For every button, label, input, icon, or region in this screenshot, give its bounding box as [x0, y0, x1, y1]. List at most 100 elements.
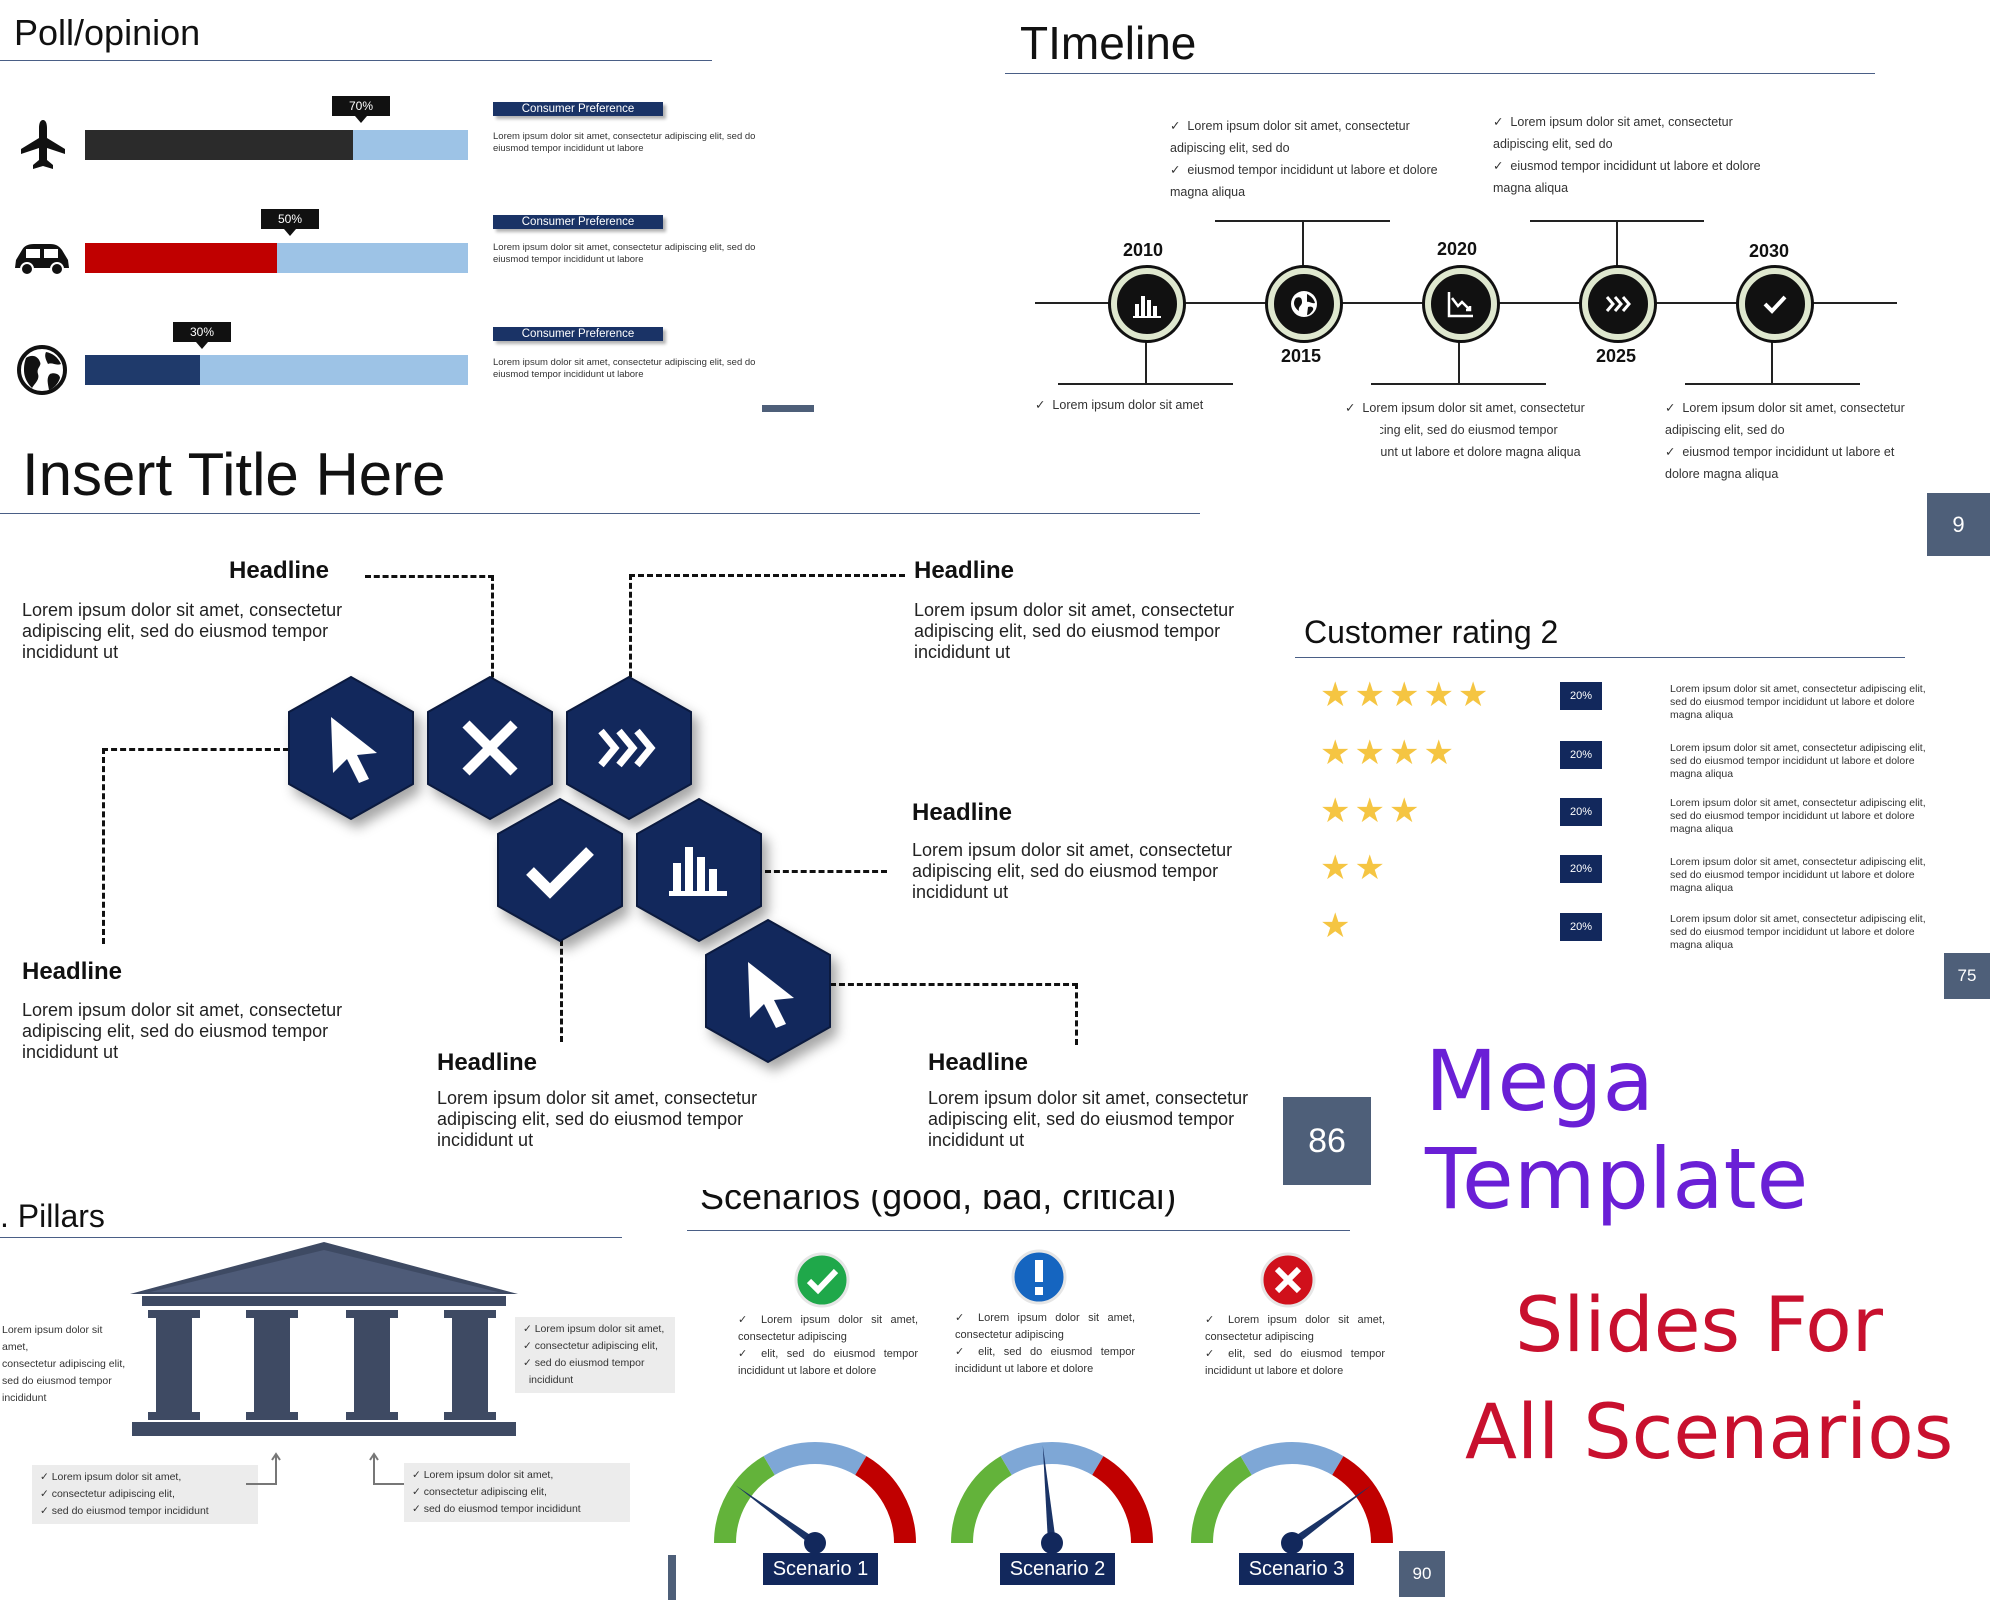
bullet: ✓ eiusmod tempor incididunt ut labore et…: [1665, 445, 1895, 481]
hex-slide-title: Insert Title Here: [22, 441, 446, 508]
cursor-icon: [331, 717, 377, 783]
bullet: ✓ Lorem ipsum dolor sit amet, consectetu…: [1493, 115, 1733, 151]
rating-page-number: 75: [1944, 953, 1990, 999]
check-icon: [792, 1250, 852, 1315]
poll-tag-3: Consumer Preference: [493, 324, 663, 342]
bar-chart-icon: [1133, 296, 1161, 318]
note-line: ✓ consectetur adipiscing elit,: [40, 1488, 175, 1500]
bullet: ✓ Lorem ipsum dolor sit amet, consectetu…: [1665, 401, 1905, 437]
pillar-arrow-right: [369, 1452, 404, 1485]
pillar-note-left: Lorem ipsum dolor sit amet, consectetur …: [0, 1318, 134, 1411]
hex-cursor-bottom: [702, 918, 834, 1064]
timeline-bottom-mid-text: ✓ Lorem ipsum dolor sit amet, consectetu…: [1345, 397, 1595, 463]
gauge-hub: [1281, 1532, 1303, 1554]
poll-tag-1: Consumer Preference: [493, 99, 663, 117]
gauge-needle: [1042, 1445, 1056, 1544]
poll-row-text-2: Lorem ipsum dolor sit amet, consectetur …: [493, 242, 756, 265]
stars-2: ★★: [1320, 849, 1389, 887]
timeline-bottom-stem-3: [1771, 336, 1773, 384]
poll-slide: Poll/opinion 70% Consumer Preference Lor…: [0, 0, 814, 420]
pillars-title-text: Pillars: [17, 1198, 105, 1234]
connector: [365, 575, 494, 578]
exclamation-icon: [1009, 1247, 1069, 1312]
body-top-right: Lorem ipsum dolor sit amet, consectetur …: [914, 600, 1235, 662]
bullet: ✓ Lorem ipsum dolor sit amet, consectetu…: [1170, 119, 1410, 155]
airplane-icon: [18, 118, 68, 172]
scenario-3-label: Scenario 3: [1239, 1553, 1354, 1585]
bullet: ✓ elit, sed do eiusmod tempor incididunt…: [1205, 1348, 1385, 1377]
gauge-critical-arc: [854, 1456, 916, 1544]
rating-text-3: Lorem ipsum dolor sit amet, consectetur …: [1670, 797, 1926, 835]
rating-text-4: Lorem ipsum dolor sit amet, consectetur …: [1670, 856, 1926, 894]
rating-text-1: Lorem ipsum dolor sit amet, consectetur …: [1670, 683, 1926, 721]
note-text: Lorem ipsum dolor sit amet,: [51, 1471, 182, 1483]
poll-row-text-3: Lorem ipsum dolor sit amet, consectetur …: [493, 357, 756, 380]
bullet-text: elit, sed do eiusmod tempor incididunt u…: [955, 1346, 1135, 1375]
pillar-arrow-left: [246, 1452, 281, 1485]
poll-bar-track-3: [85, 355, 468, 385]
bullet: ✓ Lorem ipsum dolor sit amet: [1035, 398, 1204, 412]
scenarios-title: Scenarios (good, bad, critical): [700, 1190, 1177, 1217]
hex-slide-page-number: 86: [1283, 1097, 1371, 1185]
gauge-neutral-arc: [1000, 1442, 1104, 1476]
note-line: Lorem ipsum dolor sit amet,: [2, 1324, 103, 1353]
check-icon: [526, 847, 594, 899]
bullet: ✓ Lorem ipsum dolor sit amet, consectetu…: [1345, 401, 1585, 459]
hex-chevrons: [563, 675, 695, 821]
body-bottom-center: Lorem ipsum dolor sit amet, consectetur …: [437, 1088, 758, 1150]
poll-bar-fill-1: [85, 130, 354, 160]
timeline-bottom-right-text: ✓ Lorem ipsum dolor sit amet, consectetu…: [1665, 397, 1915, 485]
note-line: ✓ consectetur adipiscing elit,: [523, 1340, 658, 1352]
hex-check: [494, 797, 626, 943]
bullet-text: eiusmod tempor incididunt ut labore et d…: [1493, 159, 1761, 195]
bullet: ✓ Lorem ipsum dolor sit amet, consectetu…: [955, 1312, 1136, 1341]
rating-text-2: Lorem ipsum dolor sit amet, consectetur …: [1670, 742, 1926, 780]
rating-text-5: Lorem ipsum dolor sit amet, consectetur …: [1670, 913, 1926, 951]
timeline-top-stem-1: [1302, 220, 1304, 268]
headline-bottom-center: Headline: [437, 1049, 538, 1076]
chevrons-right-icon: [1605, 296, 1631, 312]
timeline-year-2015: 2015: [1281, 346, 1322, 366]
note-line: incididunt: [523, 1372, 673, 1389]
note-line: ✓ sed do eiusmod tempor incididunt: [40, 1505, 209, 1517]
promo-line-2: Slides For: [1515, 1280, 1883, 1369]
rating-pct-4: 20%: [1560, 855, 1602, 883]
poll-title-rule: [0, 60, 712, 61]
stars-1: ★: [1320, 907, 1355, 945]
poll-callout-2: 50%: [261, 209, 319, 236]
timeline-top-stem-2: [1616, 220, 1618, 268]
scenario-2-label: Scenario 2: [1000, 1553, 1115, 1585]
bullet: ✓ elit, sed do eiusmod tempor incididunt…: [955, 1346, 1135, 1375]
close-icon: [462, 720, 518, 776]
pillar-note-right: ✓ Lorem ipsum dolor sit amet, ✓ consecte…: [515, 1317, 681, 1393]
connector: [830, 983, 1078, 986]
gauge-hub: [1041, 1532, 1063, 1554]
timeline-node-3: [1425, 268, 1497, 340]
headline-top-left: Headline: [229, 557, 330, 584]
pillar-note-bottom-left: ✓ Lorem ipsum dolor sit amet, ✓ consecte…: [32, 1465, 258, 1524]
body-bottom-left: Lorem ipsum dolor sit amet, consectetur …: [22, 1000, 343, 1062]
rating-slide: Customer rating 2 ★★★★★ 20% Lorem ipsum …: [1290, 600, 1995, 1004]
headline-bottom-right: Headline: [928, 1049, 1029, 1076]
timeline-top-right-text: ✓ Lorem ipsum dolor sit amet, consectetu…: [1493, 111, 1773, 199]
bullet-text: elit, sed do eiusmod tempor incididunt u…: [1205, 1348, 1385, 1377]
hex-cursor-top: [285, 675, 417, 821]
connector: [560, 940, 563, 1042]
gauge-needle: [735, 1485, 818, 1547]
check-icon: [1763, 295, 1787, 314]
note-line: ✓ sed do eiusmod tempor: [523, 1357, 645, 1369]
line-chart-icon: [1447, 292, 1473, 318]
rating-pct-3: 20%: [1560, 798, 1602, 826]
bullet-text: Lorem ipsum dolor sit amet, consectetur …: [1493, 115, 1733, 151]
rating-title: Customer rating 2: [1304, 614, 1559, 650]
timeline-year-2030: 2030: [1749, 241, 1790, 261]
poll-callout-1: 70%: [332, 96, 390, 123]
bullet-text: elit, sed do eiusmod tempor incididunt u…: [738, 1348, 918, 1377]
chevrons-right-icon: [598, 728, 656, 768]
cursor-icon: [748, 962, 794, 1028]
poll-bar-track-1: [85, 130, 468, 160]
note-line: ✓ Lorem ipsum dolor sit amet,: [412, 1469, 554, 1481]
gauge-scenario-2: [951, 1442, 1153, 1554]
scenario-3-text: ✓ Lorem ipsum dolor sit amet, consectetu…: [1205, 1312, 1385, 1380]
timeline-bottom-bracket-3: [1685, 383, 1860, 385]
